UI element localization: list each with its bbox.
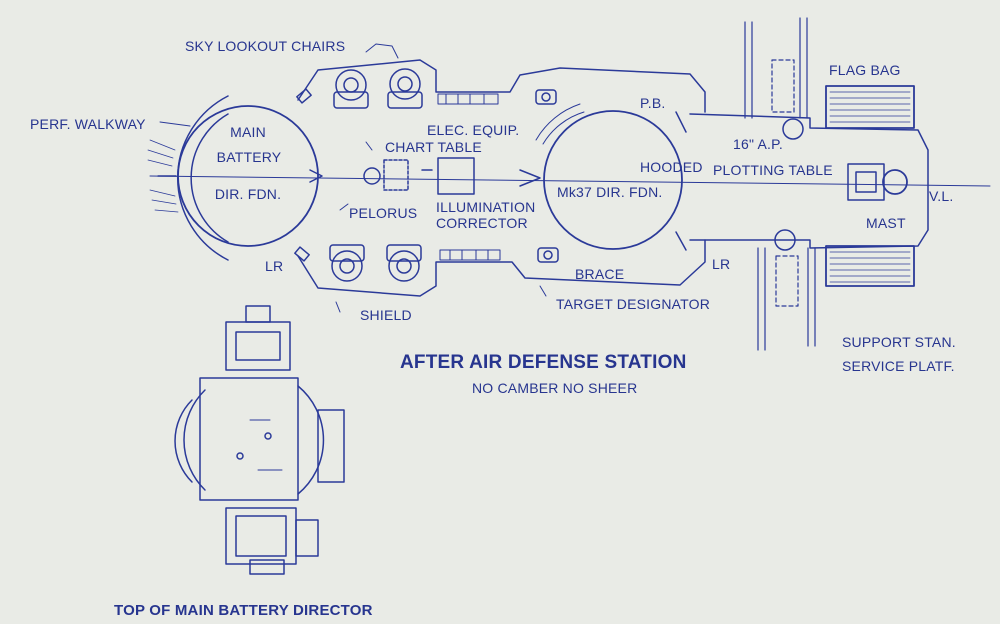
label-illumination: ILLUMINATION bbox=[436, 199, 536, 215]
label-lr-left: LR bbox=[265, 258, 284, 274]
label-chart-table: CHART TABLE bbox=[385, 139, 482, 155]
label-target-designator: TARGET DESIGNATOR bbox=[556, 296, 711, 312]
label-mast: MAST bbox=[866, 215, 906, 231]
flag-bag-lower bbox=[825, 245, 915, 287]
mk37-dir-fdn bbox=[543, 110, 683, 250]
label-hooded: HOODED bbox=[640, 159, 703, 175]
lr-box-upper bbox=[296, 88, 312, 104]
brace-lower bbox=[675, 231, 687, 251]
diagram-subtitle: NO CAMBER NO SHEER bbox=[472, 380, 638, 396]
label-lr-right: LR bbox=[712, 256, 731, 272]
label-pb: P.B. bbox=[640, 95, 666, 111]
plotting-table bbox=[847, 163, 885, 201]
elec-equip-strip-upper bbox=[437, 93, 499, 105]
forward-house-outline bbox=[297, 59, 706, 113]
label-shield: SHIELD bbox=[360, 307, 412, 323]
sky-lookout-chair-4 bbox=[386, 244, 422, 282]
label-elec-equip: ELEC. EQUIP. bbox=[427, 122, 520, 138]
label-dir-fdn: DIR. FDN. bbox=[214, 186, 282, 202]
sky-lookout-chair-3 bbox=[329, 244, 365, 282]
perf-walkway bbox=[147, 95, 229, 261]
label-vl: V.L. bbox=[929, 188, 954, 204]
flag-bag-upper bbox=[825, 85, 915, 129]
illumination-corrector bbox=[437, 157, 475, 195]
target-designator-lower bbox=[537, 247, 559, 263]
ap-circle-lower bbox=[774, 229, 796, 251]
label-plotting-table: PLOTTING TABLE bbox=[713, 162, 833, 178]
after-house-outline bbox=[689, 113, 929, 249]
label-service-platf: SERVICE PLATF. bbox=[842, 358, 955, 374]
label-perf-walkway: PERF. WALKWAY bbox=[30, 116, 146, 132]
label-16-ap: 16" A.P. bbox=[733, 136, 783, 152]
elec-equip-arc bbox=[535, 103, 585, 145]
label-support-stan: SUPPORT STAN. bbox=[842, 334, 956, 350]
mast bbox=[882, 169, 908, 195]
support-stanchions bbox=[744, 17, 816, 351]
label-main: MAIN bbox=[230, 124, 266, 140]
lr-box-lower bbox=[294, 246, 310, 262]
label-flag-bag: FLAG BAG bbox=[829, 62, 901, 78]
centerline bbox=[149, 175, 991, 187]
label-mk37: Mk37 DIR. FDN. bbox=[557, 184, 663, 200]
label-brace: BRACE bbox=[575, 266, 625, 282]
chart-table bbox=[383, 159, 409, 191]
main-battery-dir-fdn bbox=[177, 105, 319, 247]
elec-equip-strip-lower bbox=[439, 249, 501, 261]
sky-lookout-chair-1 bbox=[333, 69, 369, 109]
pelorus bbox=[363, 167, 381, 185]
diagram-title: AFTER AIR DEFENSE STATION bbox=[400, 352, 687, 373]
bottom-caption: TOP OF MAIN BATTERY DIRECTOR bbox=[114, 602, 373, 619]
label-battery: BATTERY bbox=[216, 149, 282, 165]
ap-circle-upper bbox=[782, 118, 804, 140]
main-battery-director-top bbox=[174, 305, 345, 575]
label-pelorus: PELORUS bbox=[349, 205, 418, 221]
target-designator-upper bbox=[535, 89, 557, 105]
label-sky-lookout-chairs: SKY LOOKOUT CHAIRS bbox=[185, 38, 346, 54]
sky-lookout-chair-2 bbox=[387, 68, 423, 109]
brace-upper bbox=[675, 111, 687, 133]
label-corrector: CORRECTOR bbox=[436, 215, 528, 231]
